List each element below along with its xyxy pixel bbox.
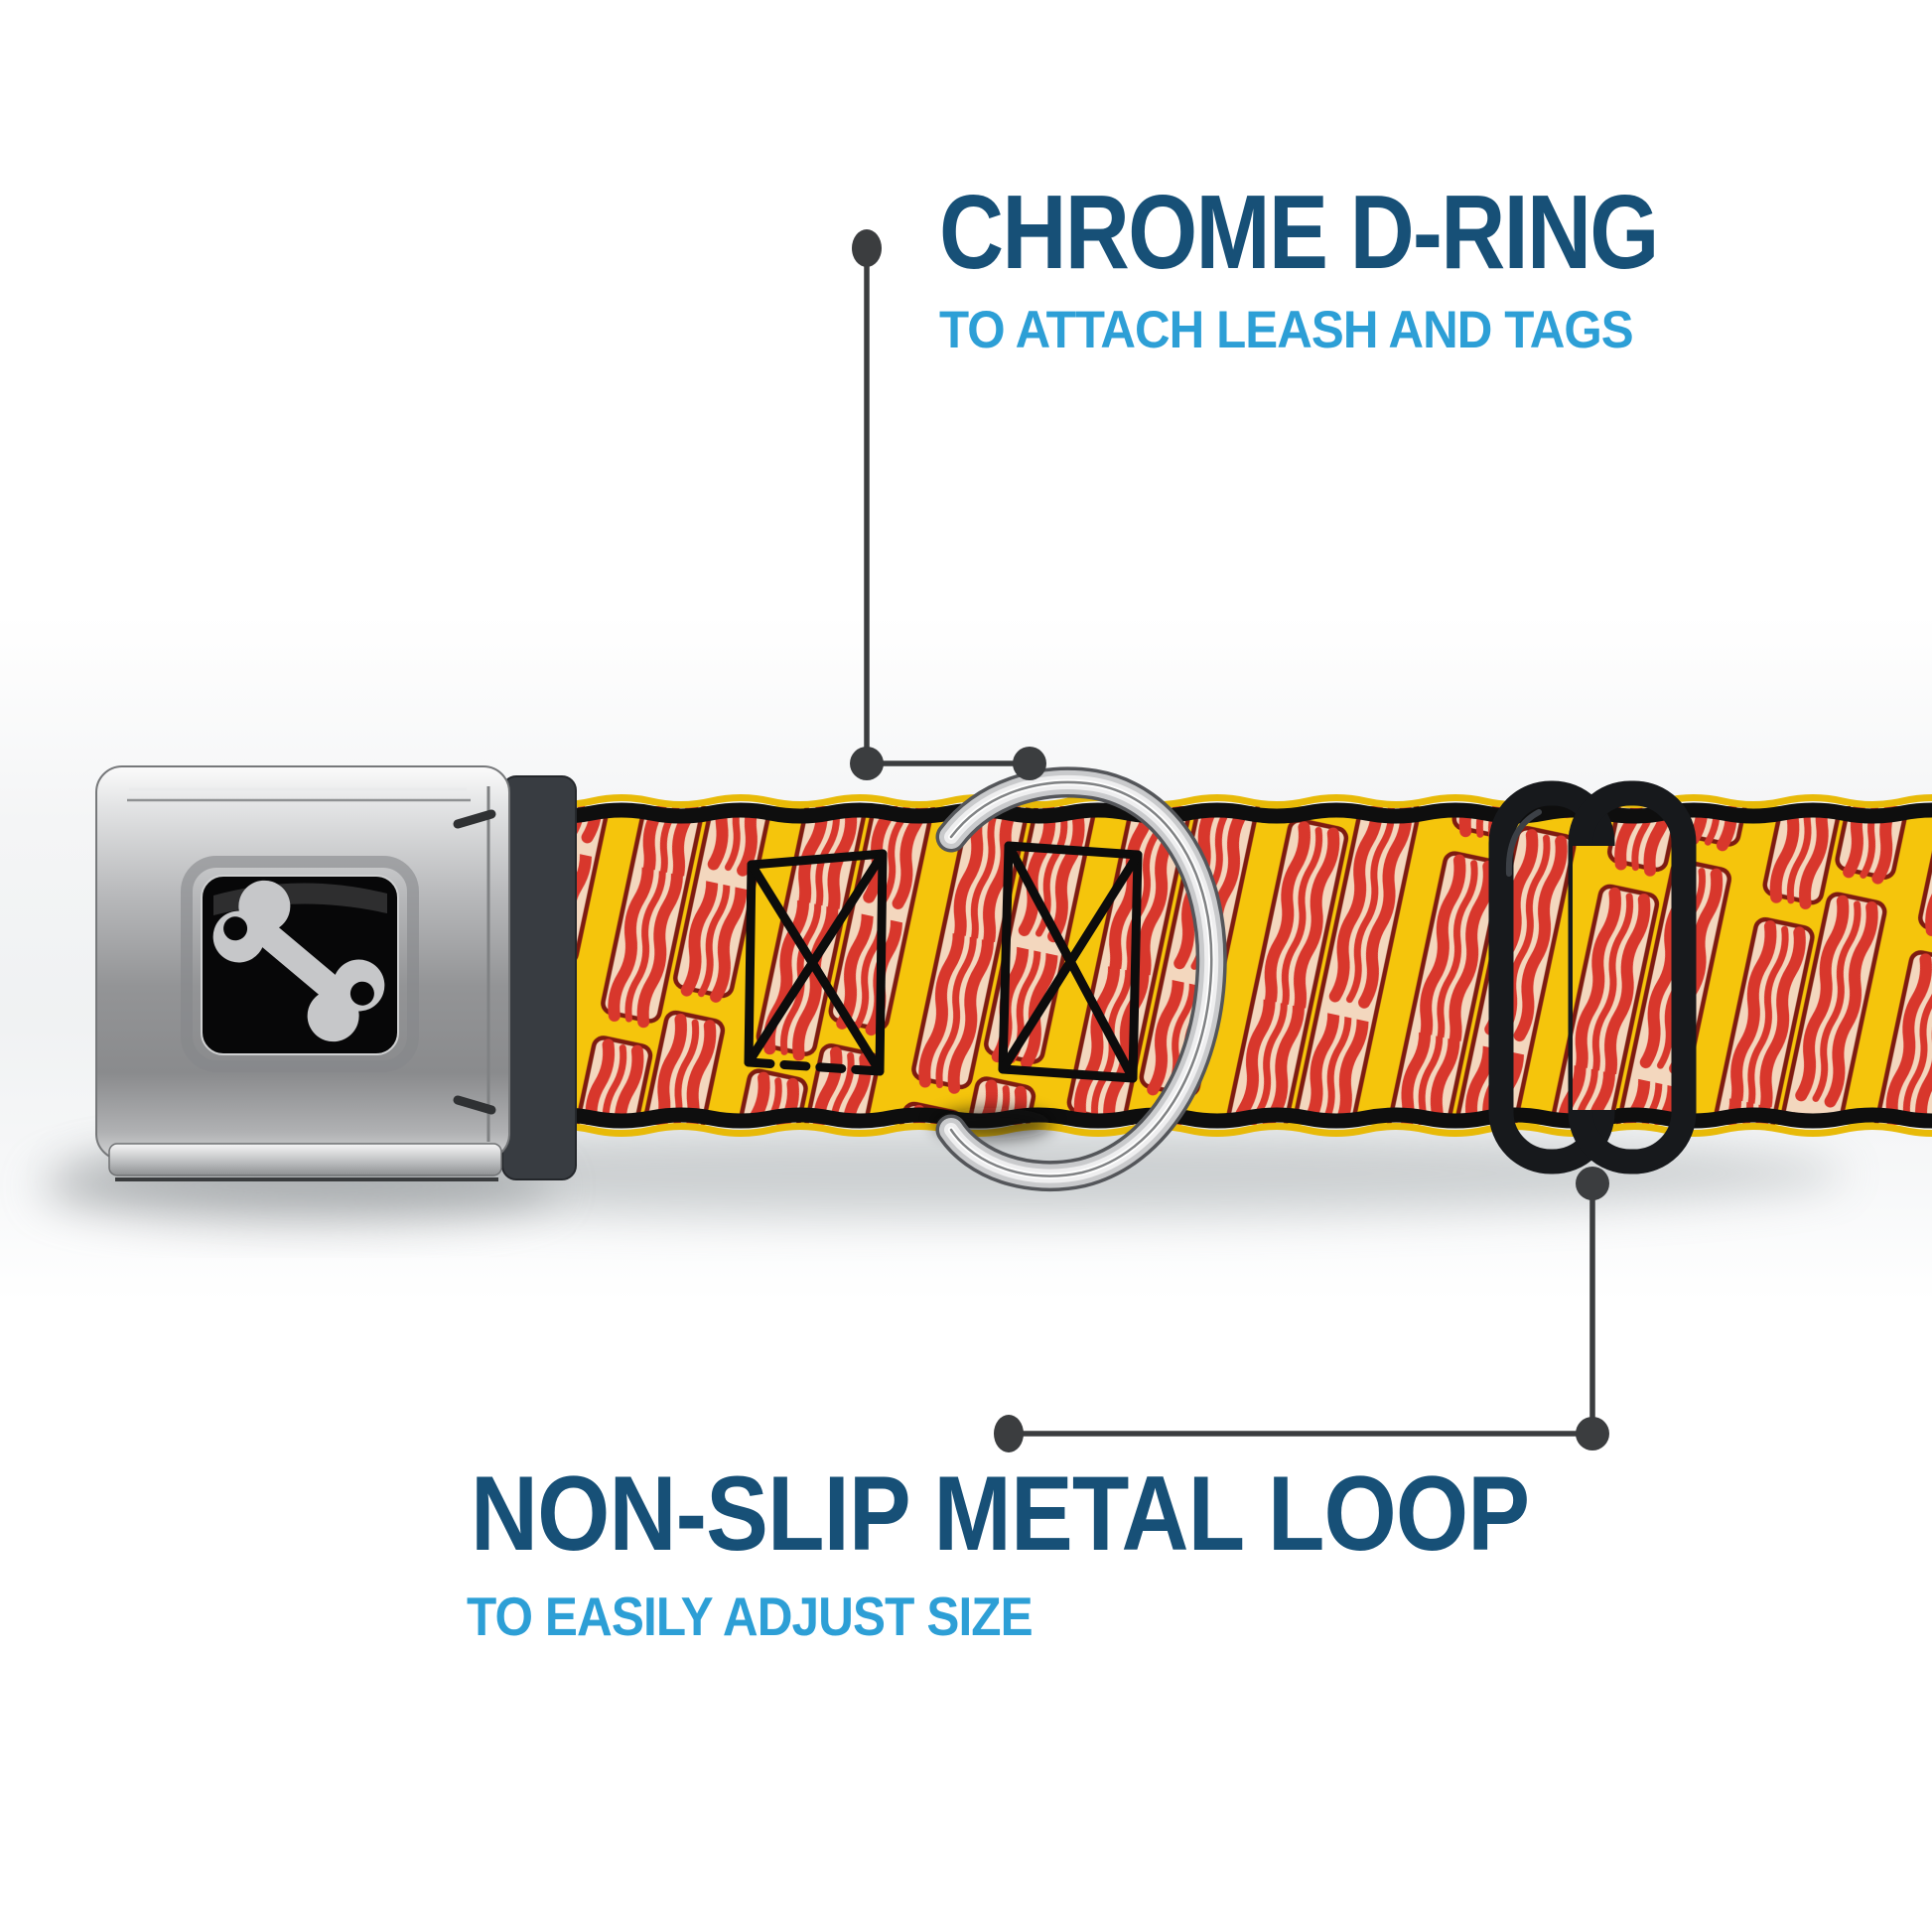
top-callout-subtitle: TO ATTACH LEASH AND TAGS [939,301,1634,359]
collar-strap [530,794,1932,1137]
seatbelt-buckle [95,765,577,1181]
buckle-slot-bottom [453,1095,496,1115]
strap-top-edge [530,802,1932,824]
callout-leaders [850,229,1609,1452]
bottom-callout-dot-target [1576,1167,1609,1200]
buckle-recess-bevel [181,856,419,1072]
strap-top-selvage [531,794,1932,808]
slider-highlight [1505,809,1542,877]
bottom-callout-dot-corner [1576,1417,1609,1450]
top-callout-dot-corner [850,747,884,780]
stitch-box-left [744,849,888,1076]
buckle-clamp [501,775,577,1180]
d-ring [933,766,1227,1192]
stitching [744,841,1143,1083]
buckle-slot-top [453,809,496,829]
strap-bottom-selvage [531,1123,1932,1137]
strap-over-slider [1573,846,1616,1110]
bottom-callout-subtitle: TO EASILY ADJUST SIZE [467,1586,1034,1647]
strap-webbing [536,806,1932,1125]
top-callout-title: CHROME D-RING [939,174,1659,291]
bone-icon [212,880,385,1042]
stitch-box-right [998,841,1143,1083]
slider-loop [1488,780,1697,1174]
top-callout-dot-target [1013,747,1046,780]
bottom-callout-title: NON-SLIP METAL LOOP [471,1453,1530,1573]
strap-bottom-edge [530,1107,1932,1129]
buckle-bottom-plate [108,1143,502,1176]
top-callout-dot-text [852,229,882,267]
bottom-callout-dot-text [994,1415,1024,1452]
